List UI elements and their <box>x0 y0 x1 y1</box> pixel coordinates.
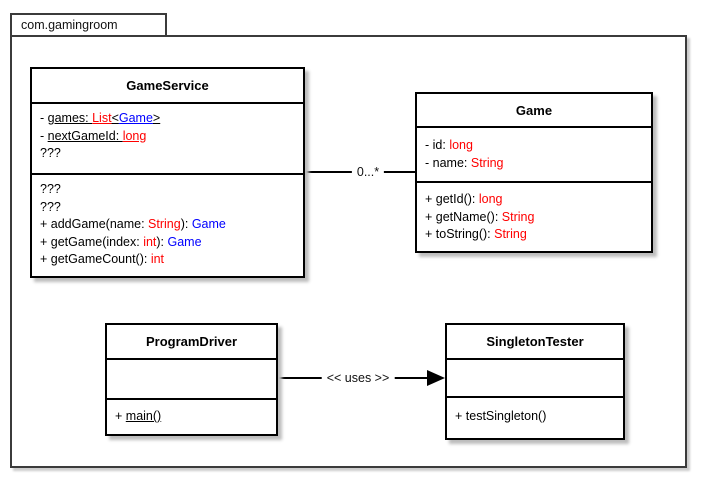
member-line: - games: List<Game> <box>40 111 161 125</box>
member-line: - nextGameId: long <box>40 128 147 143</box>
attributes-compartment: - id: long - name: String <box>417 128 651 183</box>
member-line: + toString(): String <box>425 227 527 241</box>
multiplicity-label: 0...* <box>351 165 385 179</box>
methods-compartment: + main() <box>107 400 276 434</box>
member-line: + main() <box>115 409 162 423</box>
methods-compartment: ?????? + addGame(name: String): Game + get… <box>32 175 303 276</box>
member-line: + getName(): String <box>425 209 535 224</box>
member-line: ??? <box>40 199 61 214</box>
member-line: - name: String <box>425 155 504 170</box>
attributes-compartment <box>107 360 276 400</box>
member-line: - id: long <box>425 138 473 152</box>
class-title: Game <box>417 94 651 128</box>
member-line: + getGame(index: int): Game <box>40 234 202 249</box>
attributes-compartment <box>447 360 623 398</box>
methods-compartment: + testSingleton() <box>447 398 623 438</box>
package-tab: com.gamingroom <box>10 13 167 37</box>
class-gameservice: GameService - games: List<Game> - nextGam… <box>30 67 305 278</box>
member-line: + testSingleton() <box>455 409 547 423</box>
class-singletontester: SingletonTester + testSingleton() <box>445 323 625 440</box>
class-title: ProgramDriver <box>107 325 276 360</box>
class-title: GameService <box>32 69 303 104</box>
package-name: com.gamingroom <box>21 18 118 32</box>
class-game: Game - id: long - name: String + getId():… <box>415 92 653 253</box>
member-line: + getId(): long <box>425 192 503 206</box>
class-title: SingletonTester <box>447 325 623 360</box>
uses-stereotype-label: << uses >> <box>321 371 395 385</box>
member-line: ??? <box>40 146 61 160</box>
attributes-compartment: - games: List<Game> - nextGameId: long??? <box>32 104 303 175</box>
filled-arrowhead-icon <box>427 370 445 386</box>
member-line: + getGameCount(): int <box>40 252 165 266</box>
member-line: ??? <box>40 182 61 196</box>
methods-compartment: + getId(): long + getName(): String + toSt… <box>417 183 651 251</box>
class-programdriver: ProgramDriver + main() <box>105 323 278 436</box>
member-line: + addGame(name: String): Game <box>40 217 226 231</box>
